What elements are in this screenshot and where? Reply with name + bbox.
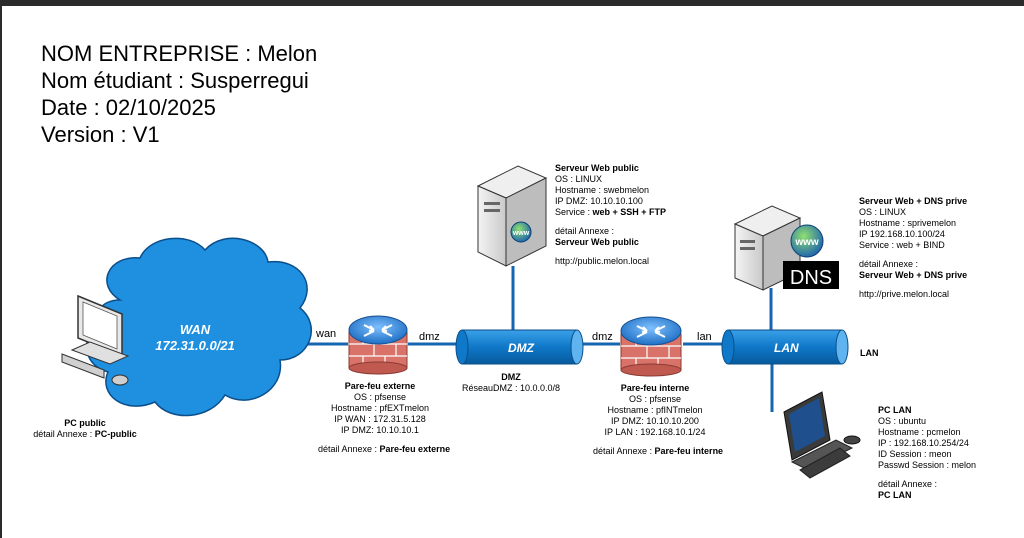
fw-ext-annex-prefix: détail Annexe : [318,444,380,454]
www-badge-public: www [512,230,530,237]
pc-lan-ip: IP : 192.168.10.254/24 [878,438,969,448]
web-public-server-icon [476,165,548,267]
fw-int-hostname: Hostname : pfINTmelon [607,405,703,415]
fw-ext-ip-dmz: IP DMZ: 10.10.10.1 [341,425,419,435]
pc-public-annex-link: PC-public [94,429,137,439]
firewall-external-icon [348,315,408,375]
pc-lan-os: OS : ubuntu [878,416,927,426]
document-header: NOM ENTREPRISE : Melon Nom étudiant : Su… [41,40,317,148]
student-line: Nom étudiant : Susperregui [41,68,309,93]
pc-lan-session-id: ID Session : meon [878,449,952,459]
conn-label-wan: wan [316,328,337,340]
pc-lan-hostname: Hostname : pcmelon [878,427,961,437]
fw-ext-hostname: Hostname : pfEXTmelon [330,403,430,413]
fw-int-ip-dmz: IP DMZ: 10.10.10.200 [611,416,699,426]
web-public-annex-prefix: détail Annexe : [555,226,615,236]
pc-lan-icon [783,391,861,479]
pc-public-annex-prefix: détail Annexe : [33,429,95,439]
web-dns-os: OS : LINUX [859,207,907,217]
wan-label: WAN 172.31.0.0/21 [150,322,240,354]
lan-pipe [721,329,849,365]
conn-label-dmz-left: dmz [419,331,440,343]
pc-public-info: PC public détail Annexe : PC-public [20,418,150,440]
web-dns-annex-link: Serveur Web + DNS prive [859,270,968,280]
fw-ext-info: Pare-feu externe OS : pfsense Hostname :… [320,381,440,436]
web-public-ip: IP DMZ: 10.10.10.100 [555,196,643,206]
pc-public-icon [61,294,130,386]
pc-lan-annex-link: PC LAN [878,490,912,500]
web-public-hostname: Hostname : swebmelon [555,185,650,195]
lan-title: LAN [860,348,879,358]
web-dns-url: http://prive.melon.local [859,289,950,299]
wan-subnet: 172.31.0.0/21 [155,338,235,353]
web-public-annex-link: Serveur Web public [555,237,639,247]
firewall-internal-icon [620,316,682,377]
www-badge-dns: www [794,237,819,248]
pc-lan-session-pass: Passwd Session : melon [878,460,977,470]
web-public-service-prefix: Service : [555,207,593,217]
fw-ext-os: OS : pfsense [353,392,407,402]
dmz-network: RéseauDMZ : 10.0.0.0/8 [461,383,561,393]
pc-lan-title: PC LAN [878,405,912,415]
pc-lan-info: PC LAN OS : ubuntu Hostname : pcmelon IP… [878,405,976,501]
wan-title: WAN [179,322,211,337]
web-public-info: Serveur Web public OS : LINUX Hostname :… [555,163,666,267]
fw-ext-ip-wan: IP WAN : 172.31.5.128 [334,414,426,424]
dns-badge: DNS [790,267,832,289]
top-border [0,0,1024,6]
dmz-pipe-label: DMZ [508,341,534,355]
conn-label-dmz-right: dmz [592,331,613,343]
fw-ext-title: Pare-feu externe [344,381,416,391]
web-dns-ip: IP 192.168.10.100/24 [859,229,945,239]
lan-pipe-label: LAN [774,341,799,355]
pc-lan-annex-prefix: détail Annexe : [878,479,938,489]
fw-ext-annex: détail Annexe : Pare-feu externe [318,444,450,455]
left-border [0,0,2,538]
fw-int-title: Pare-feu interne [620,383,690,393]
fw-int-annex-link: Pare-feu interne [654,446,724,456]
web-public-title: Serveur Web public [555,163,639,173]
version-line: Version : V1 [41,122,160,147]
web-dns-server-icon [733,205,839,291]
fw-int-annex-prefix: détail Annexe : [593,446,655,456]
conn-label-lan: lan [697,331,712,343]
dmz-info: DMZ RéseauDMZ : 10.0.0.0/8 [448,372,574,394]
web-dns-hostname: Hostname : sprivemelon [859,218,957,228]
fw-ext-annex-link: Pare-feu externe [379,444,451,454]
web-dns-annex-prefix: détail Annexe : [859,259,919,269]
date-line: Date : 02/10/2025 [41,95,216,120]
pc-public-title: PC public [64,418,106,428]
web-public-os: OS : LINUX [555,174,603,184]
fw-int-info: Pare-feu interne OS : pfsense Hostname :… [595,383,715,438]
web-public-url: http://public.melon.local [555,256,650,266]
fw-int-ip-lan: IP LAN : 192.168.10.1/24 [604,427,706,437]
company-line: NOM ENTREPRISE : Melon [41,41,318,66]
fw-int-os: OS : pfsense [628,394,682,404]
dmz-title: DMZ [501,372,521,382]
fw-int-annex: détail Annexe : Pare-feu interne [593,446,723,457]
web-dns-info: Serveur Web + DNS prive OS : LINUX Hostn… [859,196,967,300]
dmz-pipe [455,329,584,365]
web-dns-service: Service : web + BIND [859,240,945,250]
web-dns-title: Serveur Web + DNS prive [859,196,968,206]
web-public-service-value: web + SSH + FTP [592,207,667,217]
